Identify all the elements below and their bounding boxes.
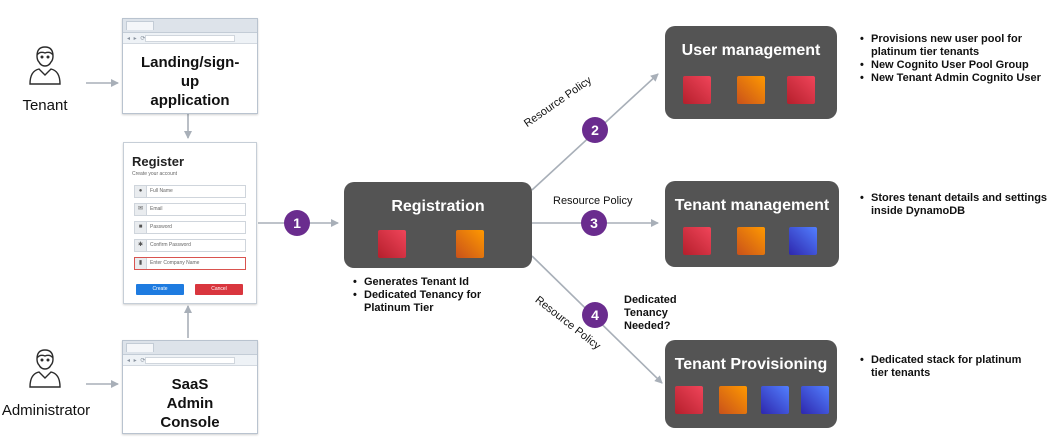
registration-service-box: Registration bbox=[344, 182, 532, 268]
tenant-person-icon bbox=[29, 46, 61, 85]
tenant-provisioning-service-box: Tenant Provisioning bbox=[665, 340, 837, 428]
landing-app-title: Landing/sign-up application bbox=[141, 54, 240, 109]
api-gateway-icon bbox=[378, 230, 406, 258]
note-item: New Tenant Admin Cognito User bbox=[860, 72, 1049, 85]
browser-tab-bar bbox=[123, 341, 257, 355]
step-badge-4: 4 bbox=[582, 302, 608, 328]
register-form: Register Create your account ●Full Name … bbox=[123, 142, 257, 304]
browser-address-bar: ◂ ▸ ⟳ bbox=[123, 355, 257, 366]
company-name-field[interactable]: ▮Enter Company Name bbox=[134, 257, 246, 270]
step-badge-1: 1 bbox=[284, 210, 310, 236]
dynamodb-icon bbox=[761, 386, 789, 414]
api-gateway-icon bbox=[683, 227, 711, 255]
user-management-notes: Provisions new user pool for platinum ti… bbox=[859, 33, 1049, 85]
browser-address-bar: ◂ ▸ ⟳ bbox=[123, 33, 257, 44]
api-gateway-icon bbox=[675, 386, 703, 414]
step-badge-2: 2 bbox=[582, 117, 608, 143]
dynamodb-icon bbox=[789, 227, 817, 255]
envelope-icon: ✉ bbox=[135, 204, 147, 215]
email-field[interactable]: ✉Email bbox=[134, 203, 246, 216]
administrator-label: Administrator bbox=[1, 402, 91, 419]
tenant-management-title: Tenant management bbox=[674, 197, 830, 214]
lambda-icon bbox=[737, 76, 765, 104]
dedicated-tenancy-condition-label: Dedicated Tenancy Needed? bbox=[624, 294, 677, 332]
registration-title: Registration bbox=[391, 198, 485, 215]
cancel-button[interactable]: Cancel bbox=[195, 284, 243, 295]
register-title: Register bbox=[132, 154, 185, 169]
admin-console-title: SaaS Admin Console bbox=[160, 376, 220, 431]
full-name-field[interactable]: ●Full Name bbox=[134, 185, 246, 198]
tenant-management-notes: Stores tenant details and settings insid… bbox=[859, 192, 1049, 218]
note-item: Dedicated stack for platinum tier tenant… bbox=[860, 354, 1039, 380]
cognito-icon bbox=[787, 76, 815, 104]
user-management-title: User management bbox=[681, 42, 821, 59]
lock-icon: ■ bbox=[135, 222, 147, 233]
register-subtitle: Create your account bbox=[132, 171, 178, 177]
tenant-provisioning-notes: Dedicated stack for platinum tier tenant… bbox=[859, 354, 1039, 380]
note-item: Stores tenant details and settings insid… bbox=[860, 192, 1049, 218]
note-item: Provisions new user pool for platinum ti… bbox=[860, 33, 1049, 59]
password-field[interactable]: ■Password bbox=[134, 221, 246, 234]
building-icon: ▮ bbox=[135, 258, 147, 269]
note-item: Generates Tenant Id bbox=[353, 276, 502, 289]
tenant-provisioning-title: Tenant Provisioning bbox=[674, 356, 828, 373]
tenant-label: Tenant bbox=[22, 97, 68, 114]
user-management-service-box: User management bbox=[665, 26, 837, 119]
create-button[interactable]: Create bbox=[136, 284, 184, 295]
resource-policy-label-tenant-mgmt: Resource Policy bbox=[553, 195, 633, 207]
api-gateway-icon bbox=[683, 76, 711, 104]
lambda-icon bbox=[737, 227, 765, 255]
registration-notes: Generates Tenant Id Dedicated Tenancy fo… bbox=[352, 276, 502, 315]
step-badge-3: 3 bbox=[581, 210, 607, 236]
cloudformation-icon bbox=[801, 386, 829, 414]
tenant-management-service-box: Tenant management bbox=[665, 181, 839, 267]
admin-console-window: ◂ ▸ ⟳ SaaS Admin Console bbox=[122, 340, 258, 434]
note-item: Dedicated Tenancy for Platinum Tier bbox=[353, 289, 502, 315]
user-icon: ● bbox=[135, 186, 147, 197]
landing-app-window: ◂ ▸ ⟳ Landing/sign-up application bbox=[122, 18, 258, 114]
administrator-person-icon bbox=[29, 349, 61, 388]
browser-tab-bar bbox=[123, 19, 257, 33]
note-item: New Cognito User Pool Group bbox=[860, 59, 1049, 72]
asterisk-icon: ✱ bbox=[135, 240, 147, 251]
confirm-password-field[interactable]: ✱Confirm Password bbox=[134, 239, 246, 252]
lambda-icon bbox=[719, 386, 747, 414]
lambda-icon bbox=[456, 230, 484, 258]
